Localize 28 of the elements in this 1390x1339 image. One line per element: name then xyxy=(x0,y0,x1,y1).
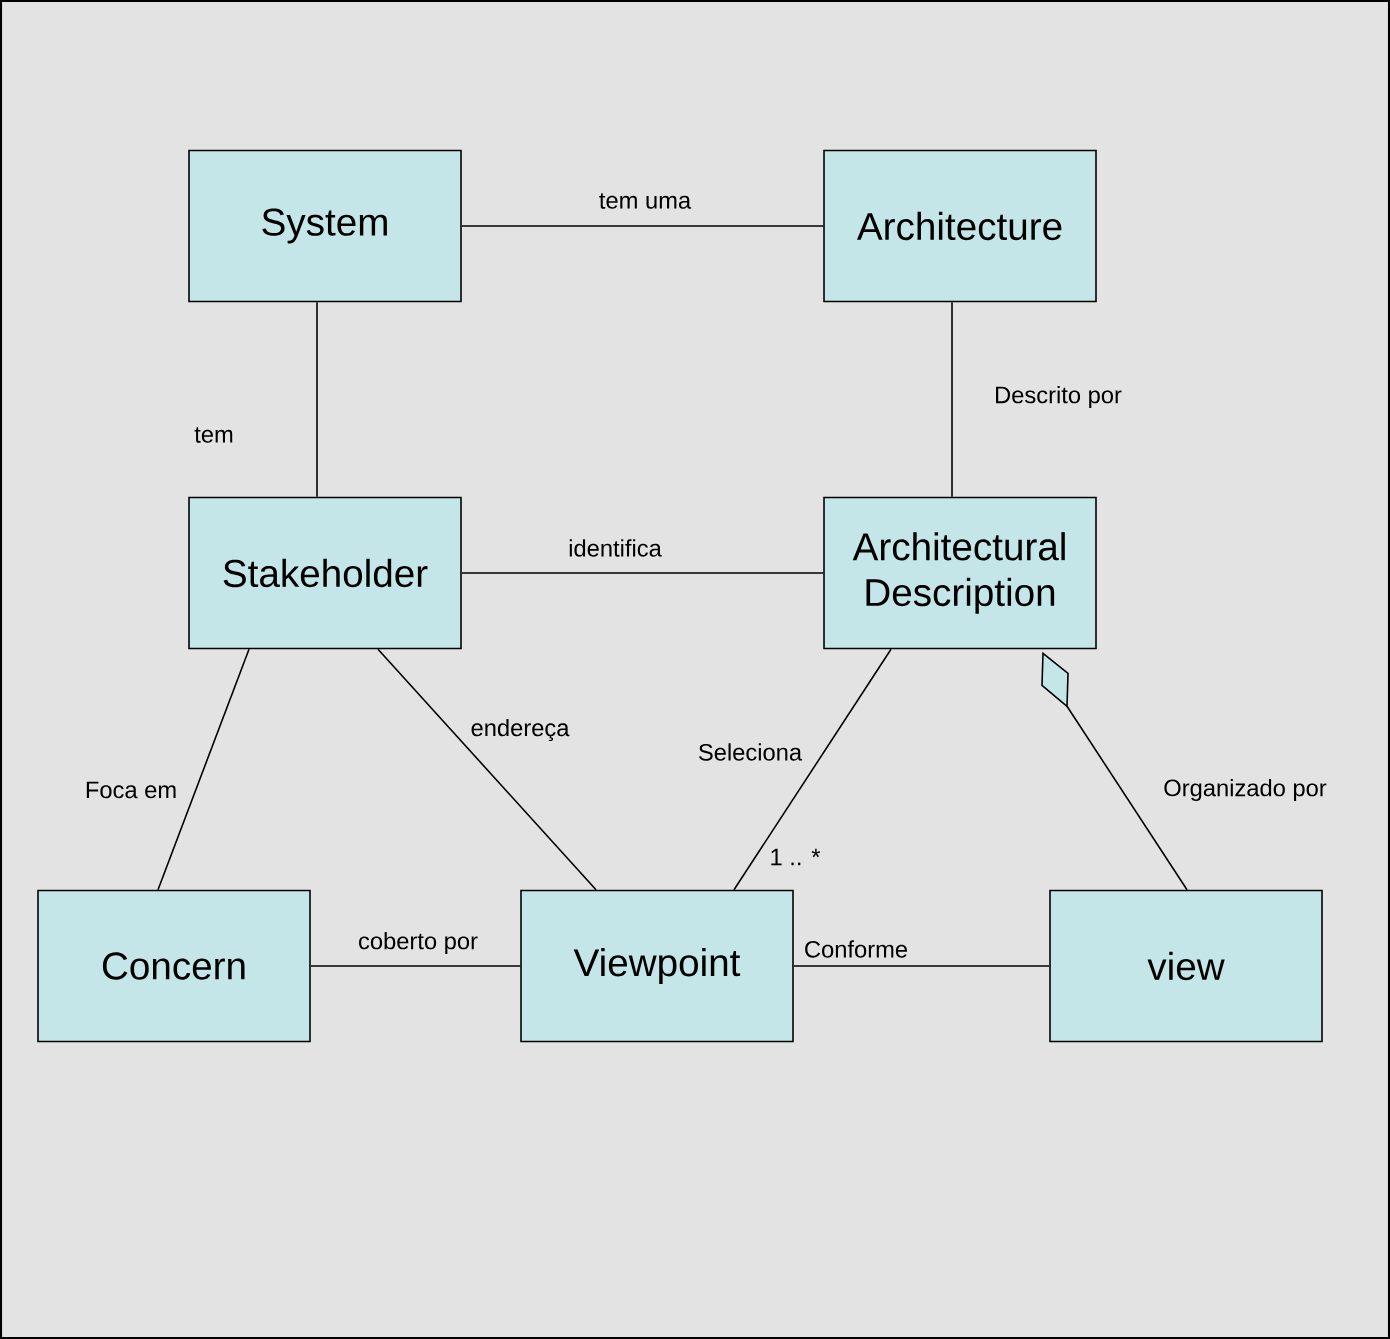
edge-label: coberto por xyxy=(356,930,480,956)
edge-label: tem uma xyxy=(597,191,693,211)
association-line xyxy=(377,648,597,891)
association-line xyxy=(461,572,824,574)
edge-label: Seleciona xyxy=(696,741,804,763)
association-line xyxy=(951,301,953,498)
edge-label: Descrito por xyxy=(992,384,1124,410)
association-line xyxy=(310,965,521,967)
association-line xyxy=(157,648,250,891)
edge-label: tem xyxy=(192,425,236,445)
association-line xyxy=(1041,651,1188,891)
edge-label: identifica xyxy=(566,537,664,559)
association-line xyxy=(793,965,1050,967)
association-line xyxy=(733,648,892,891)
edge-label: endereça xyxy=(468,717,572,743)
edge-label: Conforme xyxy=(802,938,910,960)
class-box: Stakeholder xyxy=(188,496,462,650)
class-box: Viewpoint xyxy=(520,889,794,1043)
edge-label: Organizado por xyxy=(1161,777,1329,803)
class-box: System xyxy=(188,149,462,303)
association-line xyxy=(461,225,824,227)
class-box: Architecture xyxy=(823,149,1097,303)
edge-label: Foca em xyxy=(83,779,179,801)
multiplicity-label: 1 .. * xyxy=(771,848,821,866)
class-box: Concern xyxy=(37,889,311,1043)
association-line xyxy=(316,301,318,498)
class-box: Architectural Description xyxy=(823,496,1097,650)
class-box: view xyxy=(1049,889,1323,1043)
